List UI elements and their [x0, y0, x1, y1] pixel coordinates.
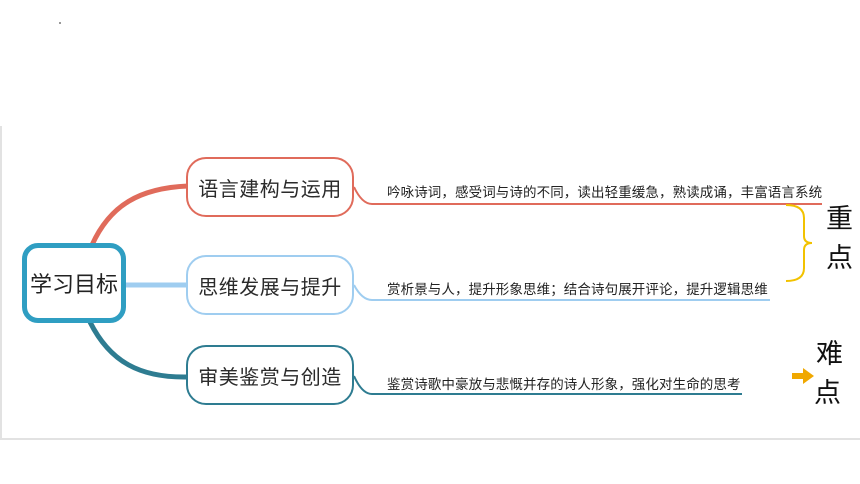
key-point-label-char-2: 点 — [826, 243, 853, 274]
difficult-point-arrow — [792, 368, 814, 384]
branch-description-aesthetic: 鉴赏诗歌中豪放与悲慨并存的诗人形象，强化对生命的思考 — [387, 377, 741, 393]
frame-left-border — [0, 126, 2, 440]
speck — [59, 22, 61, 24]
branch-node-language: 语言建构与运用 — [186, 157, 354, 217]
branch-node-aesthetic: 审美鉴赏与创造 — [186, 345, 354, 405]
connector-branch-3 — [87, 320, 189, 380]
branch-description-thinking: 赏析景与人，提升形象思维；结合诗句展开评论，提升逻辑思维 — [387, 282, 768, 298]
key-point-brace — [785, 204, 813, 282]
branch-description-language: 吟咏诗词，感受词与诗的不同，读出轻重缓急，熟读成诵，丰富语言系统 — [387, 185, 823, 201]
frame-bottom-border — [0, 438, 860, 440]
root-node: 学习目标 — [22, 243, 126, 323]
key-point-label-char-1: 重 — [826, 204, 853, 235]
underline-branch-1 — [353, 186, 822, 205]
difficult-point-label-char-2: 点 — [814, 378, 841, 409]
underline-branch-2 — [353, 284, 770, 301]
difficult-point-label-char-1: 难 — [816, 339, 843, 370]
connector-branch-1 — [89, 183, 189, 247]
underline-branch-3 — [353, 375, 742, 395]
branch-node-thinking: 思维发展与提升 — [186, 255, 354, 315]
